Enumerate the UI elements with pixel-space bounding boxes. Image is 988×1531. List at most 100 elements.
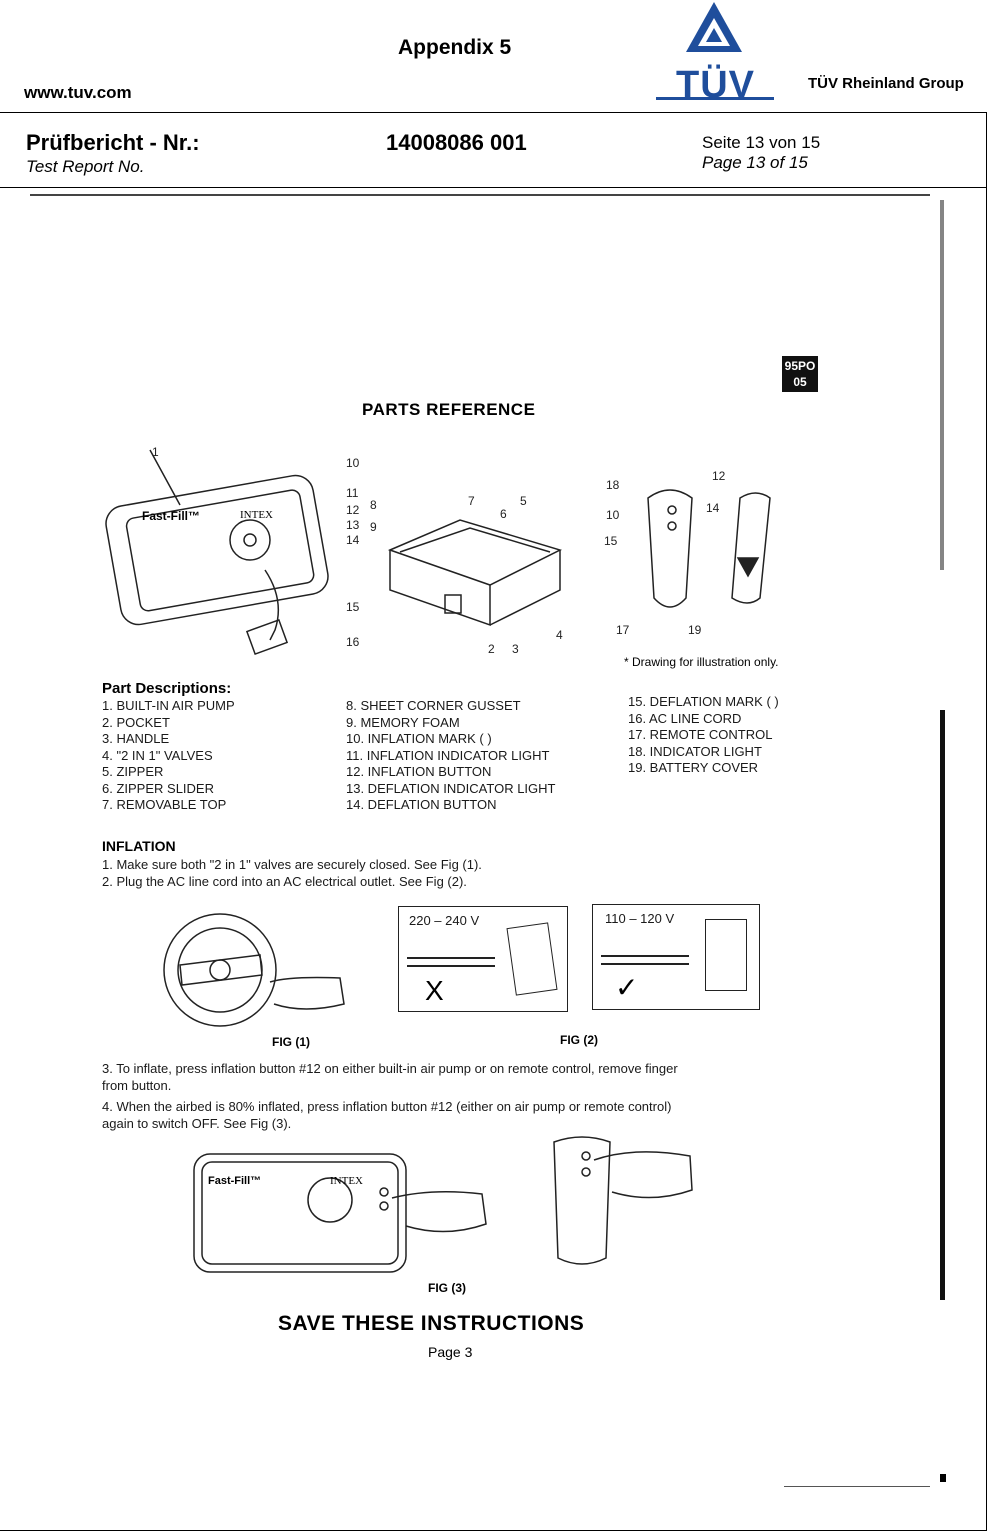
brand-underline: [656, 97, 774, 100]
plug-cord-icon: [407, 957, 495, 967]
callout-15: 15: [346, 600, 360, 614]
callout-2: 2: [488, 642, 495, 656]
remote-control-drawing: [647, 489, 771, 608]
callout-3: 3: [512, 642, 519, 656]
inflation-title: INFLATION: [102, 838, 176, 854]
callout-18: 18: [606, 478, 620, 492]
pump-intex-label: INTEX: [240, 509, 273, 521]
report-label-en: Test Report No.: [26, 157, 145, 176]
step-line: 3. To inflate, press inflation button #1…: [102, 1061, 678, 1076]
callout-4: 4: [556, 628, 563, 642]
report-number: 14008086 001: [386, 130, 527, 155]
tuv-group-name: TÜV Rheinland Group: [808, 75, 964, 92]
report-label: Prüfbericht - Nr.:: [26, 130, 200, 155]
scan-mark: [940, 1474, 946, 1482]
step-line: again to switch OFF. See Fig (3).: [102, 1116, 292, 1131]
tuv-triangle-logo: [686, 2, 742, 52]
callout-14b: 14: [706, 501, 720, 515]
fig3-pump-press-drawing: Fast-Fill™ INTEX: [193, 1153, 487, 1273]
inflation-step-4: 4. When the airbed is 80% inflated, pres…: [102, 1098, 671, 1132]
document-page-number: Page 3: [428, 1344, 473, 1360]
part-item: 11. INFLATION INDICATOR LIGHT: [346, 747, 550, 763]
part-item: 4. "2 IN 1" VALVES: [102, 747, 213, 763]
parts-reference-title: PARTS REFERENCE: [362, 400, 536, 419]
callout-14: 14: [346, 533, 360, 547]
fig2-caption: FIG (2): [560, 1033, 598, 1047]
inflation-steps-a: 1. Make sure both "2 in 1" valves are se…: [102, 856, 482, 890]
part-item: 15. DEFLATION MARK ( ): [628, 694, 779, 709]
step-line: from button.: [102, 1078, 172, 1093]
badge-line2: 05: [793, 375, 807, 389]
callout-9: 9: [370, 520, 377, 534]
step-line: 4. When the airbed is 80% inflated, pres…: [102, 1099, 672, 1114]
parts-column-3: 15. DEFLATION MARK ( ) 16. AC LINE CORD …: [628, 694, 779, 777]
drawing-note: * Drawing for illustration only.: [624, 655, 779, 669]
badge-line1: 95PO: [784, 359, 816, 373]
callout-10: 10: [346, 456, 360, 470]
part-item: 14. DEFLATION BUTTON: [346, 797, 497, 812]
part-item: 1. BUILT-IN AIR PUMP: [102, 698, 235, 713]
fig3-caption: FIG (3): [428, 1281, 466, 1295]
fig2-good-outlet-panel: 110 – 120 V ✓: [592, 904, 760, 1010]
part-item: 3. HANDLE: [102, 731, 170, 746]
fig2-bad-outlet-panel: 220 – 240 V X: [398, 906, 568, 1012]
part-item: 2. POCKET: [102, 714, 170, 730]
check-mark-icon: ✓: [615, 972, 639, 1003]
intex-brand-text: INTEX: [330, 1175, 363, 1187]
callout-12b: 12: [712, 469, 726, 483]
fig3-remote-press-drawing: [553, 1136, 693, 1265]
fig1-caption: FIG (1): [272, 1035, 310, 1049]
inflation-step: 1. Make sure both "2 in 1" valves are se…: [102, 857, 482, 872]
callout-19: 19: [688, 623, 702, 637]
callout-15b: 15: [604, 534, 618, 548]
page-number-de: Seite 13 von 15: [702, 133, 821, 152]
callout-16: 16: [346, 635, 360, 649]
plug-cord-icon: [601, 955, 689, 965]
part-item: 16. AC LINE CORD: [628, 710, 742, 726]
part-item: 18. INDICATOR LIGHT: [628, 743, 762, 759]
part-item: 6. ZIPPER SLIDER: [102, 780, 214, 796]
voltage-bad-label: 220 – 240 V: [409, 913, 480, 928]
callout-11: 11: [346, 486, 359, 500]
callout-12: 12: [346, 503, 360, 517]
outlet-icon: [506, 922, 558, 996]
part-item: 7. REMOVABLE TOP: [102, 797, 227, 812]
pump-brand-text: Fast-Fill™: [208, 1175, 261, 1187]
pump-label: Fast-Fill™: [142, 509, 200, 523]
part-item: 8. SHEET CORNER GUSSET: [346, 698, 521, 713]
tuv-brand: TÜV: [676, 64, 755, 106]
appendix-title: Appendix 5: [398, 36, 512, 59]
parts-column-2: 8. SHEET CORNER GUSSET 9. MEMORY FOAM 10…: [346, 698, 555, 814]
air-pump-drawing: Fast-Fill™ INTEX: [105, 449, 329, 656]
inflation-step: 2. Plug the AC line cord into an AC elec…: [102, 874, 467, 889]
part-item: 10. INFLATION MARK ( ): [346, 731, 492, 746]
voltage-good-label: 110 – 120 V: [605, 911, 675, 926]
callout-8: 8: [370, 498, 377, 512]
outlet-icon: [705, 919, 747, 991]
document-code-badge: 95PO 05: [782, 356, 818, 392]
callout-17: 17: [616, 623, 630, 637]
parts-column-1: 1. BUILT-IN AIR PUMP 2. POCKET 3. HANDLE…: [102, 698, 235, 814]
part-descriptions-title: Part Descriptions:: [102, 680, 232, 697]
part-item: 5. ZIPPER: [102, 764, 164, 779]
scan-top-edge: [30, 194, 930, 196]
save-instructions-heading: SAVE THESE INSTRUCTIONS: [278, 1312, 585, 1335]
site-url: www.tuv.com: [24, 83, 132, 102]
part-item: 19. BATTERY COVER: [628, 760, 759, 775]
cross-mark-icon: X: [425, 975, 444, 1006]
scan-bottom-line: [784, 1486, 930, 1487]
scan-edge-right-lower: [940, 710, 945, 1300]
callout-1: 1: [152, 445, 159, 459]
header-divider: [0, 187, 986, 188]
callout-10b: 10: [606, 508, 620, 522]
callout-13: 13: [346, 518, 360, 532]
callout-6: 6: [500, 507, 507, 521]
callout-5: 5: [520, 494, 527, 508]
callout-7: 7: [468, 494, 475, 508]
inflation-step-3: 3. To inflate, press inflation button #1…: [102, 1060, 678, 1094]
airbed-drawing: [387, 519, 563, 627]
fig1-valve-drawing: [163, 913, 345, 1027]
part-item: 9. MEMORY FOAM: [346, 714, 460, 730]
page-number-en: Page 13 of 15: [702, 153, 808, 172]
part-item: 12. INFLATION BUTTON: [346, 764, 492, 779]
